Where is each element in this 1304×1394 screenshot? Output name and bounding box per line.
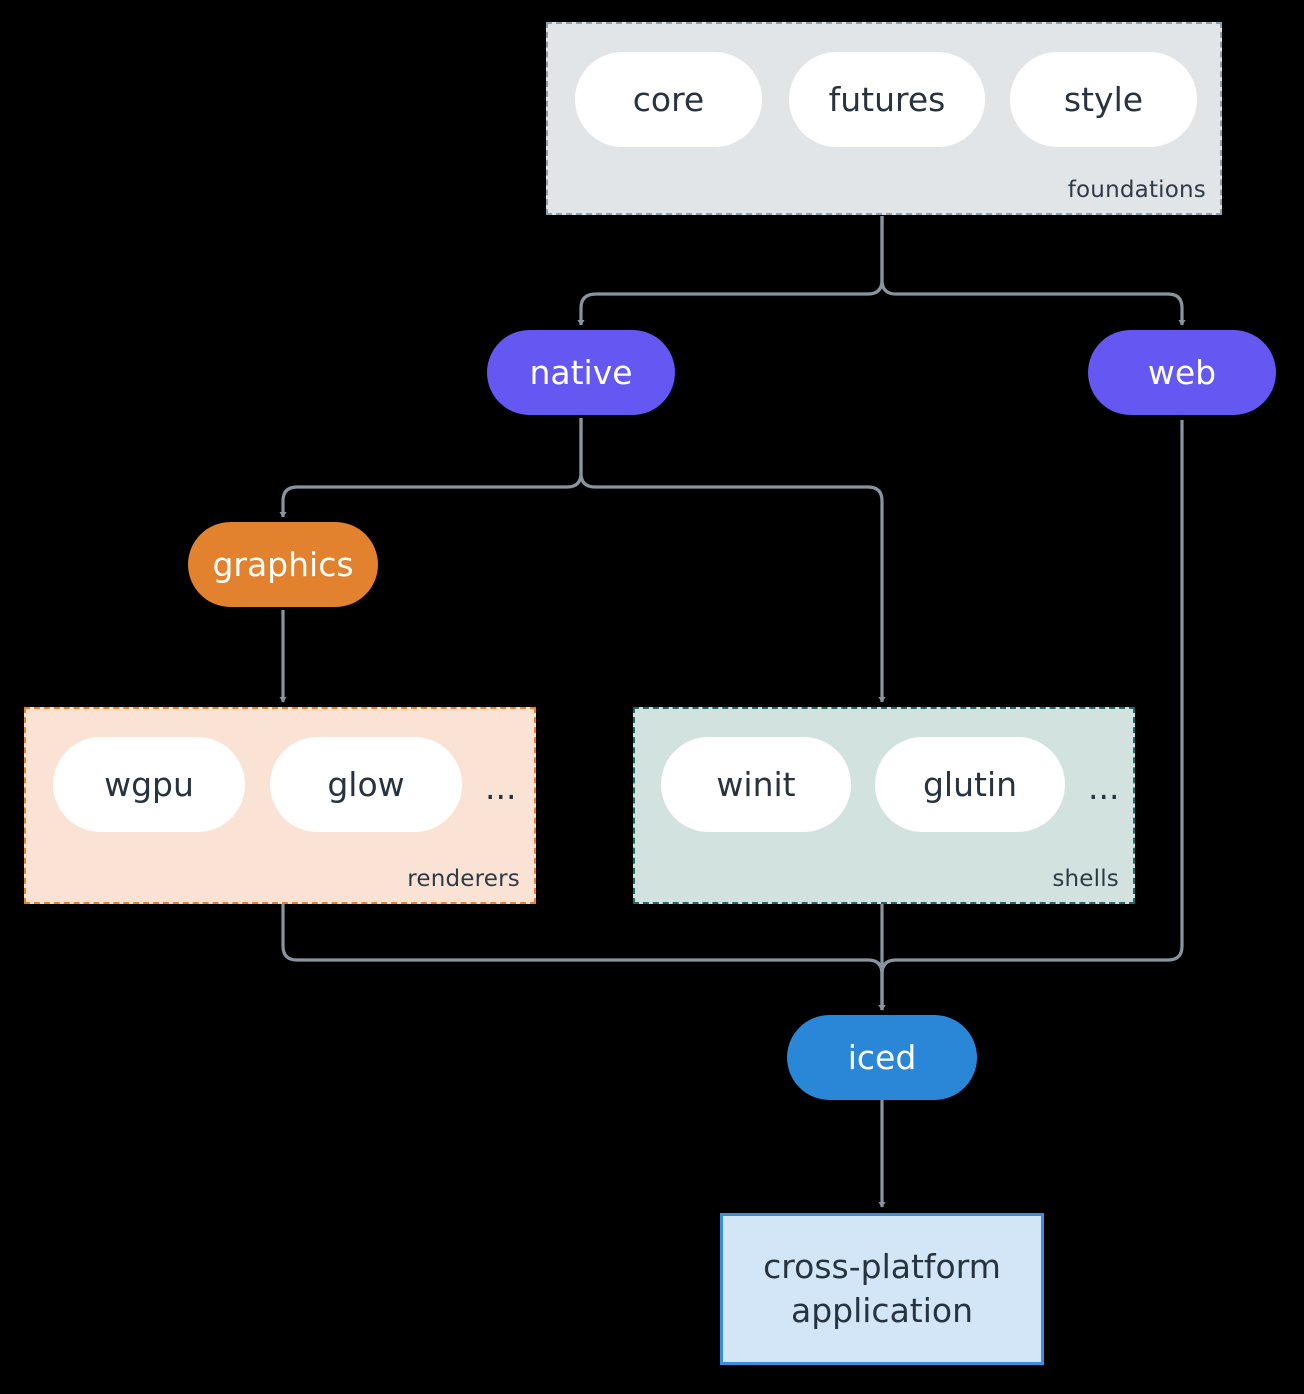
pill-glow-label: glow (327, 765, 405, 804)
pill-futures-label: futures (828, 80, 946, 119)
cluster-shells: winit glutin ... shells (633, 707, 1135, 904)
node-iced-label: iced (847, 1038, 917, 1077)
node-web[interactable]: web (1088, 330, 1276, 415)
pill-core-label: core (632, 80, 705, 119)
edge-foundations-native (577, 216, 884, 326)
node-native[interactable]: native (487, 330, 675, 415)
edge-renderers-iced (281, 904, 886, 1011)
cluster-foundations: core futures style foundations (546, 22, 1222, 215)
pill-futures[interactable]: futures (789, 52, 985, 147)
shells-ellipsis: ... (1088, 768, 1120, 807)
pill-winit-label: winit (716, 765, 796, 804)
cluster-shells-label: shells (1052, 866, 1119, 892)
pill-style[interactable]: style (1010, 52, 1197, 147)
application-line-1: cross-platform (763, 1247, 1001, 1287)
cluster-renderers: wgpu glow ... renderers (24, 707, 536, 904)
node-graphics[interactable]: graphics (188, 522, 378, 607)
renderers-ellipsis: ... (485, 768, 517, 807)
edge-native-graphics (279, 418, 583, 518)
pill-glutin-label: glutin (922, 765, 1018, 804)
node-graphics-label: graphics (212, 545, 354, 584)
pill-core[interactable]: core (575, 52, 762, 147)
edge-foundations-web (880, 216, 1186, 326)
cluster-renderers-label: renderers (407, 866, 520, 892)
node-native-label: native (529, 353, 633, 392)
pill-winit[interactable]: winit (661, 737, 851, 832)
node-web-label: web (1147, 353, 1217, 392)
pill-glutin[interactable]: glutin (875, 737, 1065, 832)
pill-wgpu-label: wgpu (104, 765, 194, 804)
cluster-foundations-label: foundations (1067, 177, 1206, 203)
node-cross-platform-application[interactable]: cross-platform application (720, 1213, 1044, 1365)
application-line-2: application (790, 1291, 974, 1330)
pill-glow[interactable]: glow (270, 737, 462, 832)
node-iced[interactable]: iced (787, 1015, 977, 1100)
pill-wgpu[interactable]: wgpu (53, 737, 245, 832)
edge-native-shells (579, 418, 886, 703)
pill-style-label: style (1063, 80, 1144, 119)
